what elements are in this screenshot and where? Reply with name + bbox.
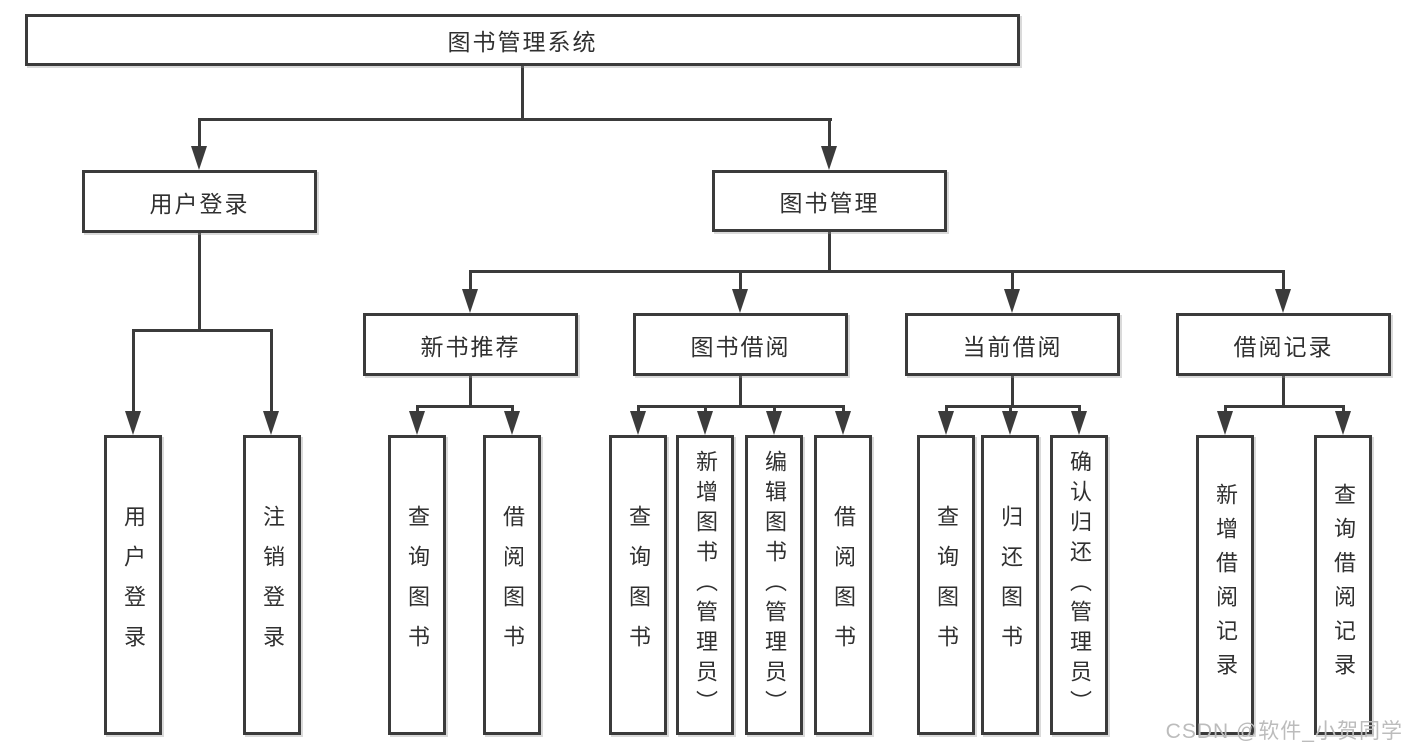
leaf-user-login: 用户登录 (104, 435, 162, 735)
connector-line (945, 405, 1081, 408)
connector-line (198, 118, 832, 121)
connector-line (1282, 273, 1285, 291)
arrow-down-icon (1335, 411, 1351, 435)
arrow-down-icon (821, 146, 837, 170)
arrow-down-icon (1002, 411, 1018, 435)
arrow-down-icon (125, 411, 141, 435)
arrow-down-icon (1217, 411, 1233, 435)
node-borrow-record-label: 借阅记录 (1233, 333, 1334, 360)
connector-line (416, 405, 514, 408)
node-new-book-recommend-label: 新书推荐 (420, 333, 521, 360)
connector-line (739, 273, 742, 291)
connector-line (828, 121, 831, 149)
leaf-current-query-book: 查询图书 (917, 435, 975, 735)
connector-line (198, 121, 201, 149)
connector-line (637, 405, 845, 408)
arrow-down-icon (1275, 289, 1291, 313)
leaf-record-query-record: 查询借阅记录 (1314, 435, 1372, 735)
connector-line (132, 329, 273, 332)
node-borrow-record: 借阅记录 (1176, 313, 1391, 376)
node-book-borrow: 图书借阅 (633, 313, 848, 376)
arrow-down-icon (1004, 289, 1020, 313)
arrow-down-icon (462, 289, 478, 313)
connector-line (1011, 273, 1014, 291)
leaf-borrow-borrow-book: 借阅图书 (814, 435, 872, 735)
leaf-borrow-edit-book-admin: 编辑图书（管理员） (745, 435, 803, 735)
node-user-login: 用户登录 (82, 170, 317, 233)
connector-line (1224, 405, 1345, 408)
arrow-down-icon (630, 411, 646, 435)
node-root: 图书管理系统 (25, 14, 1020, 66)
connector-line (1282, 376, 1285, 408)
leaf-logout: 注销登录 (243, 435, 301, 735)
leaf-borrow-query-book: 查询图书 (609, 435, 667, 735)
connector-line (469, 273, 472, 291)
arrow-down-icon (938, 411, 954, 435)
leaf-record-add-record: 新增借阅记录 (1196, 435, 1254, 735)
connector-line (739, 376, 742, 408)
leaf-borrow-add-book-admin: 新增图书（管理员） (676, 435, 734, 735)
connector-line (469, 376, 472, 408)
connector-line (521, 64, 524, 121)
connector-line (270, 332, 273, 414)
connector-line (1011, 376, 1014, 408)
leaf-current-return-book: 归还图书 (981, 435, 1039, 735)
arrow-down-icon (697, 411, 713, 435)
arrow-down-icon (263, 411, 279, 435)
arrow-down-icon (409, 411, 425, 435)
connector-line (828, 232, 831, 273)
node-book-management: 图书管理 (712, 170, 947, 232)
arrow-down-icon (732, 289, 748, 313)
node-current-borrow-label: 当前借阅 (962, 333, 1063, 360)
arrow-down-icon (766, 411, 782, 435)
arrow-down-icon (191, 146, 207, 170)
node-book-borrow-label: 图书借阅 (690, 333, 791, 360)
connector-line (469, 270, 1285, 273)
connector-line (132, 332, 135, 414)
node-new-book-recommend: 新书推荐 (363, 313, 578, 376)
arrow-down-icon (835, 411, 851, 435)
node-current-borrow: 当前借阅 (905, 313, 1120, 376)
leaf-newbook-borrow-book: 借阅图书 (483, 435, 541, 735)
arrow-down-icon (1071, 411, 1087, 435)
arrow-down-icon (504, 411, 520, 435)
watermark-text: CSDN @软件_小贺同学 (1165, 720, 1403, 743)
node-root-label: 图书管理系统 (447, 29, 598, 55)
node-book-management-label: 图书管理 (779, 190, 880, 216)
node-user-login-label: 用户登录 (149, 190, 250, 217)
leaf-current-confirm-return-admin: 确认归还（管理员） (1050, 435, 1108, 735)
leaf-newbook-query-book: 查询图书 (388, 435, 446, 735)
connector-line (198, 233, 201, 332)
